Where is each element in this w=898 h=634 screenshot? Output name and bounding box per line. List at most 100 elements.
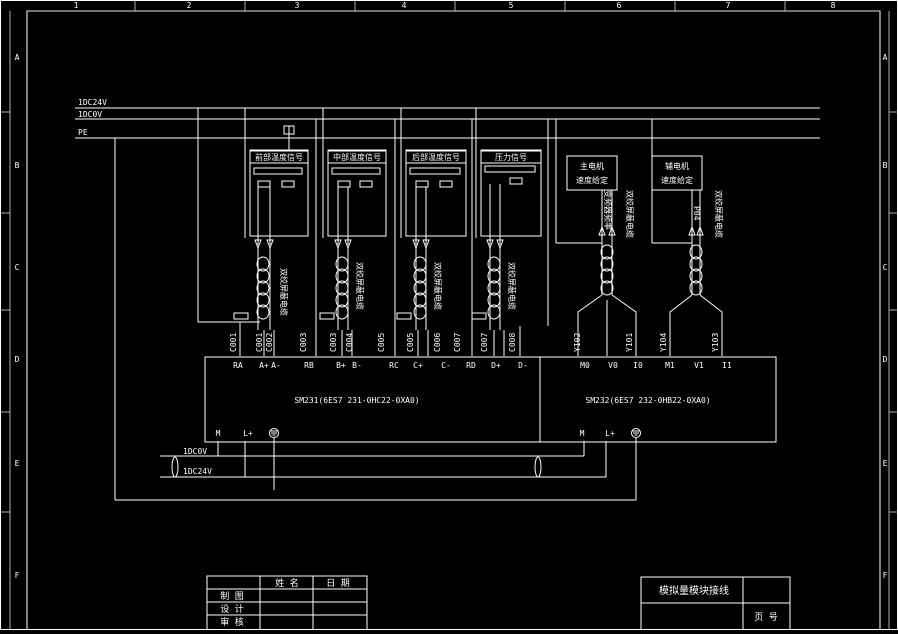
sensor-supply-wiring [244, 108, 549, 326]
power-terminal: M [216, 429, 221, 438]
row-label: C [883, 263, 888, 272]
wire-number: C005 [406, 333, 415, 352]
module-sm231: RA A+ A- RB B+ B- RC C+ C- RD D+ D- SM23… [204, 356, 541, 443]
row-label: E [15, 459, 20, 468]
title-block-header: 日 期 [326, 578, 349, 589]
row-label: B [883, 161, 888, 170]
terminal-label: RA [233, 361, 243, 370]
bus-label-pe: PE [78, 128, 88, 137]
row-label: A [15, 53, 20, 62]
signal-label: 变频器频率 [603, 190, 613, 230]
wire-number: Y104 [659, 333, 668, 352]
power-terminal: M [580, 429, 585, 438]
motor-label: 速度给定 [576, 175, 608, 185]
terminal-label: RD [466, 361, 476, 370]
column-label: 5 [509, 1, 514, 10]
pe-wiring [114, 108, 637, 501]
column-ruler: 1 2 3 4 5 6 7 8 [27, 0, 880, 12]
motor-label: 速度给定 [661, 175, 693, 185]
title-block-header: 姓 名 [275, 577, 298, 589]
motor-aux-speed: 辅电机 速度给定 P04 双绞屏蔽电缆 [651, 119, 724, 244]
cable-label: 双绞屏蔽电缆 [507, 262, 517, 310]
wire-number: C003 [299, 333, 308, 352]
terminal-label: B- [352, 361, 362, 370]
terminal-label: C+ [413, 361, 423, 370]
wire-number: C005 [377, 333, 386, 352]
title-block-row: 审 核 [220, 616, 243, 628]
title-block: 姓 名 日 期 制 图 设 计 审 核 模拟量模块接线 页 号 [206, 575, 791, 631]
wire-number: C004 [345, 333, 354, 352]
power-terminal: L+ [605, 429, 615, 438]
ground-icon [631, 428, 641, 438]
module-sm232: M0 V0 I0 M1 V1 I1 SM232(6ES7 232-0HB22-0… [539, 356, 777, 443]
twisted-cable: 双绞屏蔽电缆 [396, 248, 443, 330]
power-terminal: L+ [243, 429, 253, 438]
terminal-label: M1 [665, 361, 675, 370]
sensor-middle-temperature: 中部温度信号 [327, 149, 387, 237]
motor-label: 辅电机 [665, 161, 689, 171]
row-label: C [15, 263, 20, 272]
row-label: E [883, 459, 888, 468]
drawing-border [26, 10, 881, 631]
terminal-label: D- [518, 361, 528, 370]
sensor-label: 压力信号 [495, 152, 527, 162]
terminal-label: B+ [336, 361, 346, 370]
sensor-rear-temperature: 后部温度信号 [405, 149, 467, 237]
module-drops [239, 322, 521, 356]
cable-label: 双绞屏蔽电缆 [625, 190, 635, 238]
terminal-label: V0 [608, 361, 618, 370]
row-label: F [883, 571, 888, 580]
twisted-cable: 双绞屏蔽电缆 [471, 248, 517, 330]
row-label: A [883, 53, 888, 62]
sensor-pressure: 压力信号 [480, 149, 542, 237]
cable-label: 双绞屏蔽电缆 [279, 268, 289, 316]
column-label: 2 [187, 1, 192, 10]
terminal-label: A+ [259, 361, 269, 370]
terminal-label: A- [271, 361, 281, 370]
column-label: 4 [402, 1, 407, 10]
bus-label-bottom-dc0v: 1DC0V [183, 447, 207, 456]
column-label: 3 [295, 1, 300, 10]
row-label: B [15, 161, 20, 170]
cable-label: 双绞屏蔽电缆 [433, 262, 443, 310]
twisted-cable: 双绞屏蔽电缆 [233, 248, 289, 330]
power-buses: 1DC24V 1DC0V PE [75, 98, 820, 139]
wire-number: C007 [480, 333, 489, 352]
column-label: 1 [74, 1, 79, 10]
terminal-label: C- [441, 361, 451, 370]
motor-main-speed: 主电机 速度给定 变频器频率 双绞屏蔽电缆 [555, 119, 635, 244]
page-number-label: 页 号 [754, 612, 777, 623]
wire-number: C008 [508, 333, 517, 352]
terminal-label: RC [389, 361, 399, 370]
row-ruler-right: A B C D E F [883, 11, 898, 630]
twisted-cable: 双绞屏蔽电缆 [319, 248, 365, 330]
terminal-label: I0 [633, 361, 643, 370]
row-label: D [883, 355, 888, 364]
title-block-row: 设 计 [220, 603, 243, 615]
row-label: F [15, 571, 20, 580]
signal-label: P04 [692, 206, 701, 221]
bus-label-bottom-dc24v: 1DC24V [183, 467, 212, 476]
terminal-label: D+ [491, 361, 501, 370]
row-label: D [15, 355, 20, 364]
title-block-row: 制 图 [220, 590, 243, 602]
ground-icon [269, 428, 279, 438]
terminal-label: I1 [722, 361, 732, 370]
column-label: 8 [831, 1, 836, 10]
motor-cables [577, 243, 723, 356]
module-name: SM231(6ES7 231-0HC22-0XA0) [294, 396, 419, 405]
terminal-label: V1 [694, 361, 704, 370]
cable-label: 双绞屏蔽电缆 [355, 262, 365, 310]
wire-number: C001 [229, 333, 238, 352]
wire-number: C006 [433, 333, 442, 352]
row-ruler-left: A B C D E F [0, 11, 20, 630]
bus-label-dc0v: 1DC0V [78, 110, 102, 119]
sensor-label: 前部温度信号 [255, 152, 303, 162]
wire-number: C003 [329, 333, 338, 352]
motor-label: 主电机 [580, 161, 604, 171]
wire-number: Y102 [573, 333, 582, 352]
wire-numbers: C001 C001 C002 C003 C003 C004 C005 C005 … [229, 333, 720, 352]
